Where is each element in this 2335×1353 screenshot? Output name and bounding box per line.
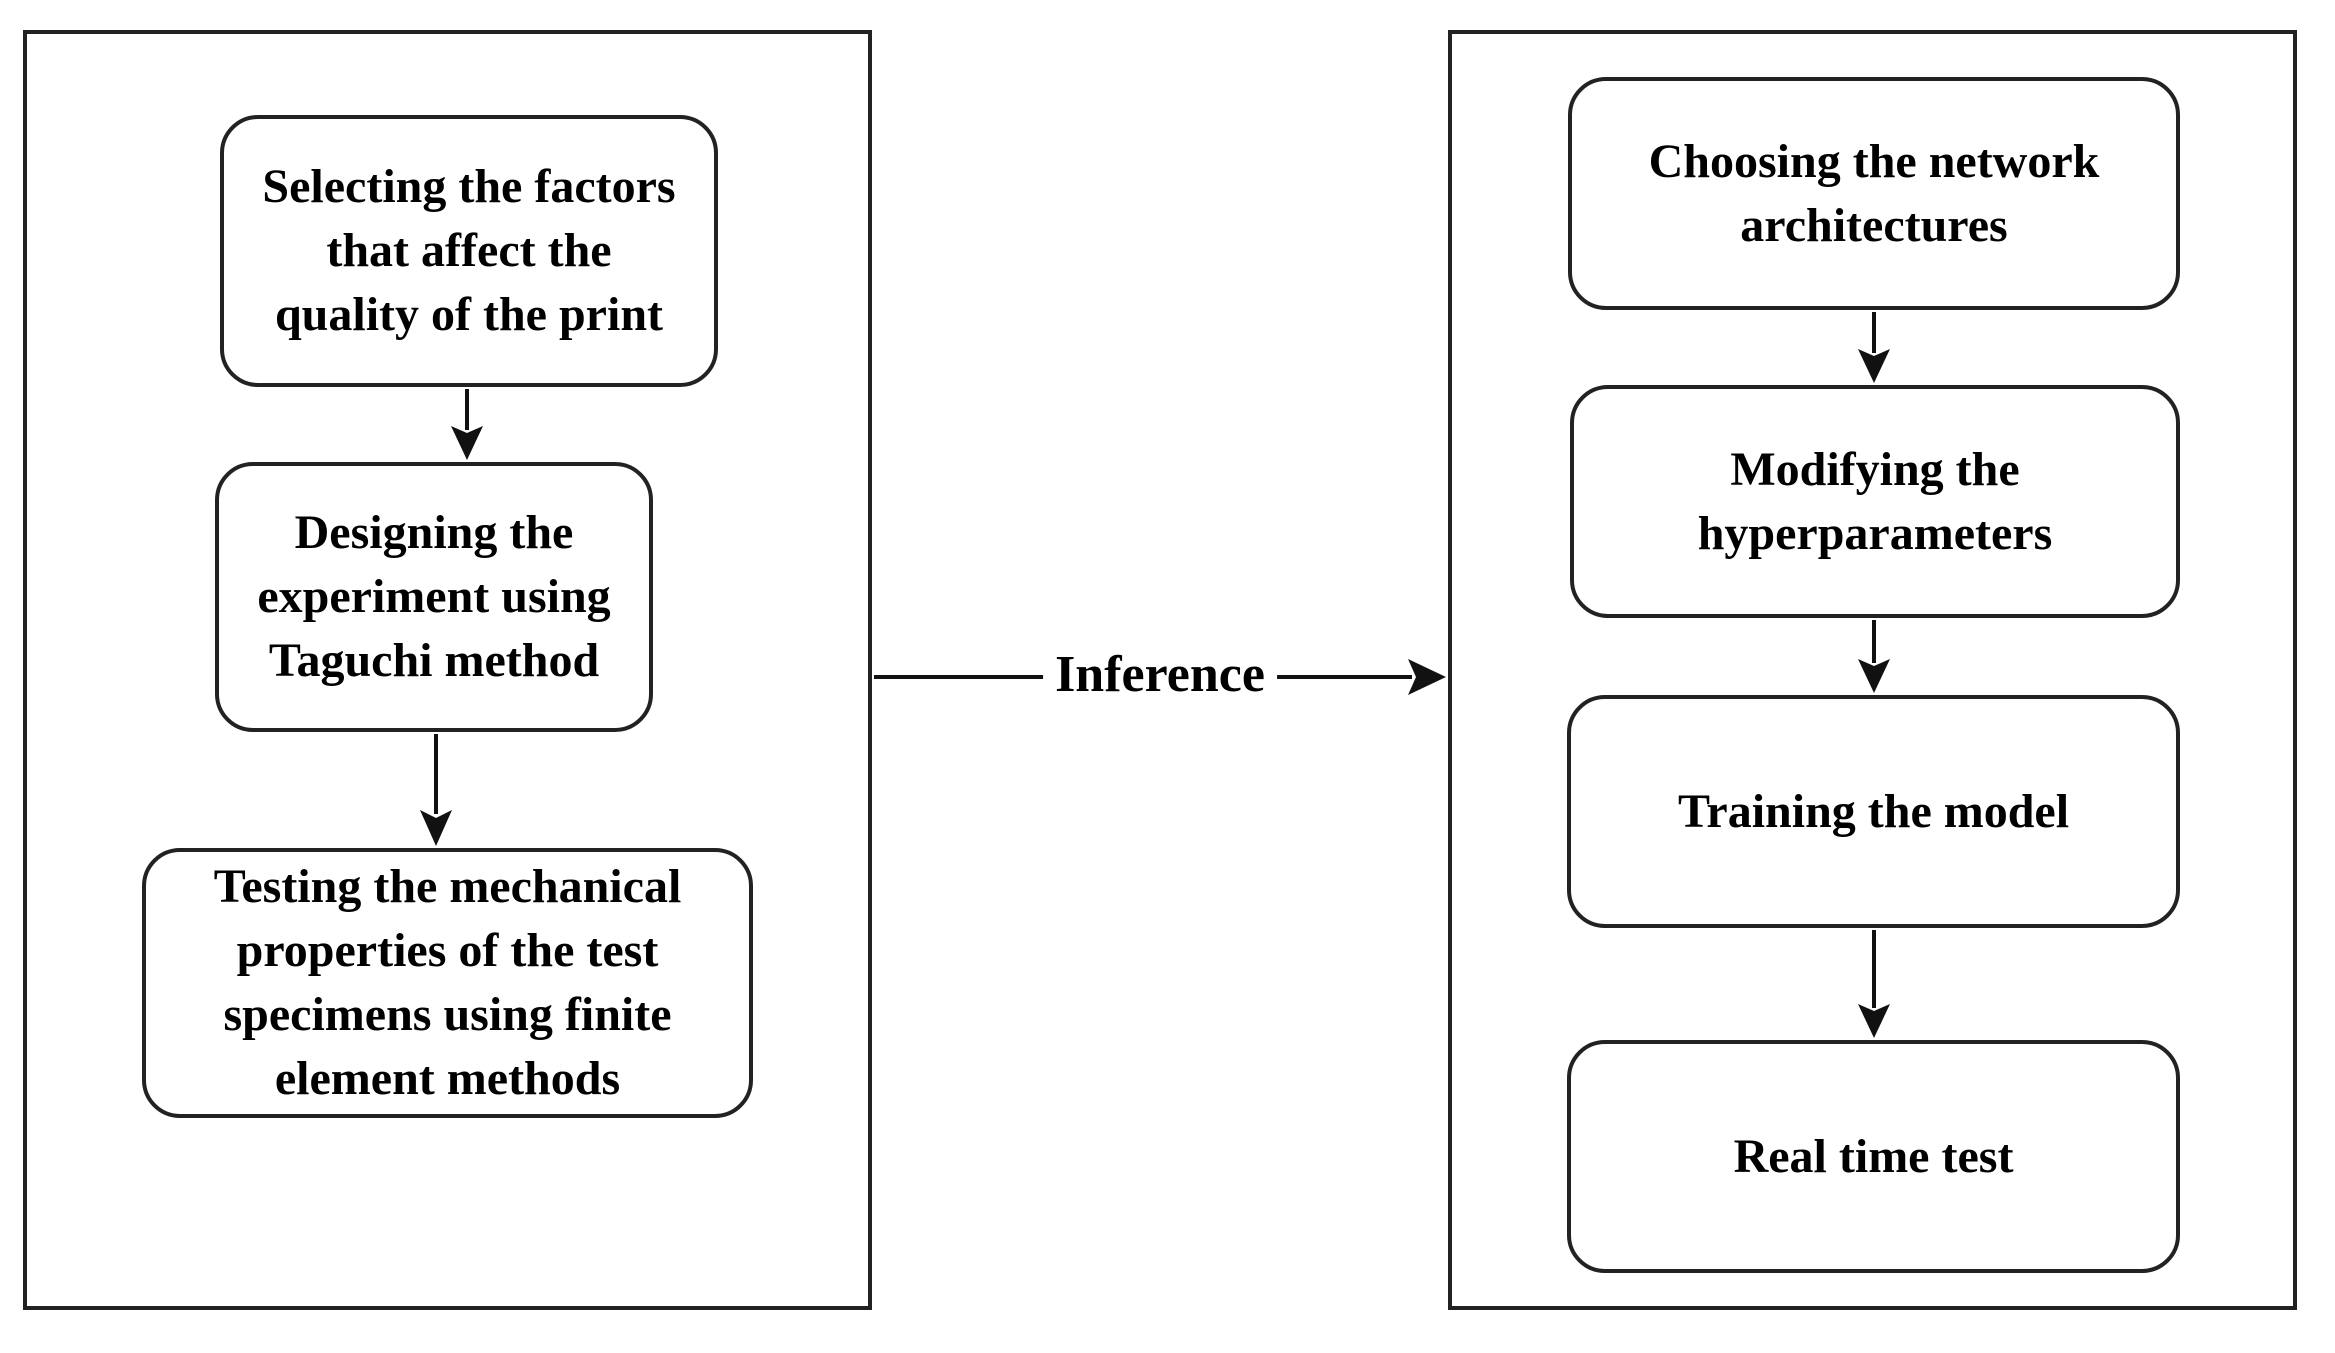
flow-box-testing-mechanical: Testing the mechanical properties of the… — [142, 848, 753, 1118]
flow-box-modifying-hyperparameters: Modifying the hyperparameters — [1570, 385, 2180, 618]
flow-box-real-time-test: Real time test — [1567, 1040, 2180, 1273]
arrow-choosing-to-modifying — [1858, 312, 1890, 383]
arrow-training-to-realtime — [1858, 930, 1890, 1038]
arrow-modifying-to-training — [1858, 620, 1890, 693]
arrow-designing-to-testing — [420, 734, 452, 846]
flow-box-training-model: Training the model — [1567, 695, 2180, 928]
flow-box-designing-experiment: Designing the experiment using Taguchi m… — [215, 462, 653, 732]
inference-label: Inference — [1043, 645, 1277, 705]
arrow-selecting-to-designing — [451, 389, 483, 460]
flow-box-choosing-architectures: Choosing the network architectures — [1568, 77, 2180, 310]
flow-box-selecting-factors: Selecting the factors that affect the qu… — [220, 115, 718, 387]
